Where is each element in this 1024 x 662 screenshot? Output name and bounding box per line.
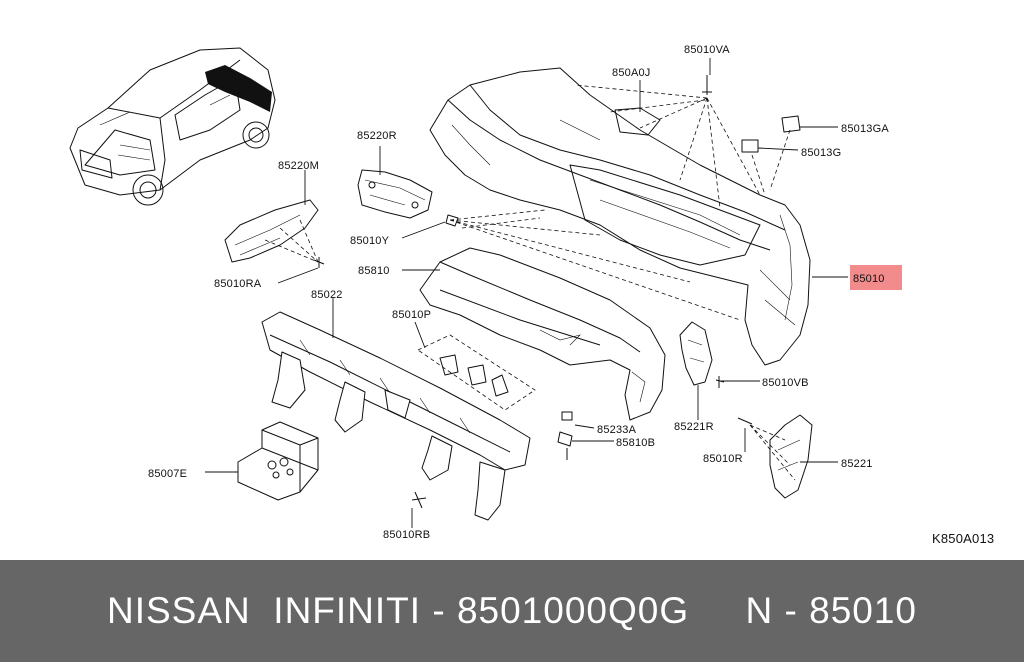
vehicle-illustration <box>69 47 276 206</box>
bumper-reinforcement-lower <box>419 247 666 421</box>
label-85022: 85022 <box>311 289 343 301</box>
label-85810: 85810 <box>358 265 390 277</box>
label-85010RB: 85010RB <box>383 529 430 541</box>
label-85010P: 85010P <box>392 309 431 321</box>
label-85221R: 85221R <box>674 421 714 433</box>
fasteners <box>411 75 712 509</box>
rear-bumper-fascia <box>429 67 811 366</box>
label-85810B: 85810B <box>616 437 655 449</box>
highlight-85010 <box>850 265 902 290</box>
parts-diagram: 85010VA 850A0J 85013GA 85013G 85220R 852… <box>69 44 995 546</box>
bracket-85220r <box>357 169 433 219</box>
label-85233A: 85233A <box>597 424 637 436</box>
label-85007E: 85007E <box>148 468 187 480</box>
label-85220M: 85220M <box>278 160 319 172</box>
part-number-text: NISSAN INFINITI - 8501000Q0G N - 85010 <box>106 590 918 631</box>
relation-lines <box>449 84 791 321</box>
fastener-kit-85007e <box>237 421 319 501</box>
diagram-code: K850A013 <box>932 531 994 546</box>
leader-lines <box>205 58 848 528</box>
label-85220R: 85220R <box>357 130 397 142</box>
label-85010: 85010 <box>853 273 885 285</box>
label-85010RA: 85010RA <box>214 278 262 290</box>
clip-detail-85010p <box>417 334 536 411</box>
label-85010Y: 85010Y <box>350 235 390 247</box>
bumper-beam-85022 <box>261 311 531 521</box>
side-bracket-85221 <box>737 414 813 499</box>
part-number-banner: NISSAN INFINITI - 8501000Q0G N - 85010 <box>0 560 1024 662</box>
label-85010VB: 85010VB <box>762 377 809 389</box>
label-85013G: 85013G <box>801 147 841 159</box>
bracket-85220m <box>224 199 325 268</box>
side-bracket-85221r <box>679 321 725 388</box>
label-85221: 85221 <box>841 458 873 470</box>
label-85010R: 85010R <box>703 453 743 465</box>
label-85013GA: 85013GA <box>841 123 889 135</box>
label-85010VA: 85010VA <box>684 44 730 56</box>
label-850A0J: 850A0J <box>612 67 651 79</box>
